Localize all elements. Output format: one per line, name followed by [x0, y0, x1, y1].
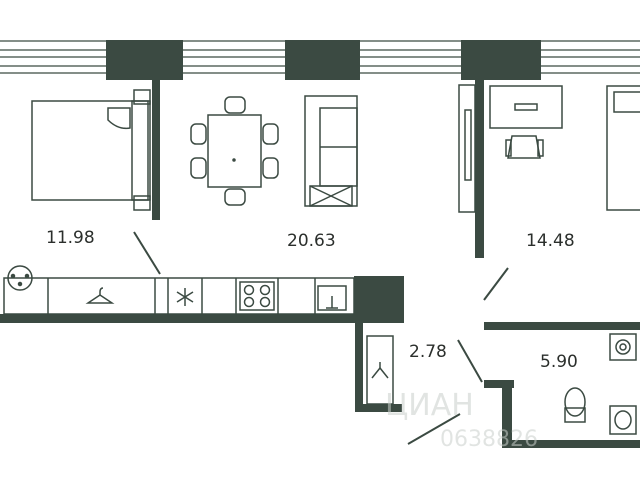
washing-machine-icon — [7, 265, 33, 291]
basin-icon — [609, 405, 637, 435]
bed — [31, 89, 151, 211]
doors — [133, 231, 509, 445]
entrance-door — [407, 413, 461, 445]
hanger-icon — [85, 287, 115, 304]
boiler-icon — [609, 333, 637, 361]
walls — [0, 78, 640, 448]
bed-2 — [606, 85, 640, 211]
room-2-door — [483, 267, 509, 301]
desk — [489, 85, 563, 159]
fridge-icon — [176, 288, 194, 306]
kitchen-row — [3, 277, 355, 315]
watermark-brand: ЦИАН — [385, 388, 474, 423]
room-area-room-2: 14.48 — [526, 231, 575, 251]
sofa — [304, 95, 358, 207]
wall-piers — [106, 40, 541, 80]
wardrobe — [458, 84, 476, 213]
toilet-icon — [564, 387, 586, 423]
bathroom-door — [457, 339, 483, 383]
watermark-code: 0638826 — [440, 427, 538, 452]
sink-icon — [317, 285, 347, 311]
room-area-living-kitchen: 20.63 — [287, 231, 336, 251]
room-area-bedroom: 11.98 — [46, 228, 95, 248]
hall-wardrobe — [366, 335, 394, 405]
bedroom-door — [133, 231, 161, 275]
watermark: ЦИАН 0638826 — [385, 388, 538, 452]
dining-table — [190, 96, 279, 206]
stove-icon — [239, 281, 275, 311]
room-area-bathroom: 5.90 — [540, 352, 578, 372]
room-area-hallway: 2.78 — [409, 342, 447, 362]
